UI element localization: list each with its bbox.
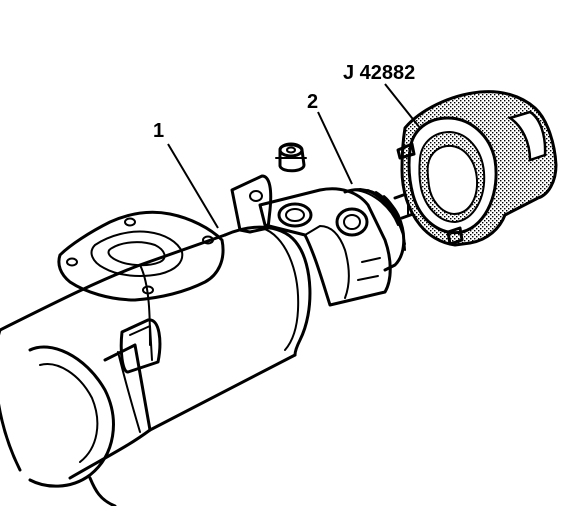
gear-housing xyxy=(0,174,312,506)
leader-tool xyxy=(384,83,421,129)
special-tool xyxy=(396,90,558,247)
valve-block xyxy=(258,187,392,307)
callout-label-1: 1 xyxy=(153,120,164,142)
seal-cap xyxy=(275,142,307,173)
callout-label-tool: J 42882 xyxy=(343,62,415,84)
leader-housing xyxy=(167,143,219,229)
callout-label-2: 2 xyxy=(307,91,318,113)
leader-adjuster xyxy=(317,111,353,185)
